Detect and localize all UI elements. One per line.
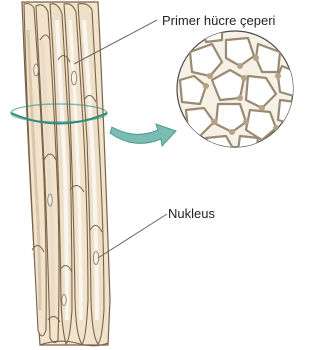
wall-thickening xyxy=(243,119,249,125)
wall-thickening xyxy=(237,63,243,69)
wall-thickening xyxy=(207,73,213,79)
nucleus-shape xyxy=(93,252,98,265)
arrow-body xyxy=(110,124,176,146)
wall-thickening xyxy=(253,55,259,61)
section-cell xyxy=(278,100,296,124)
nucleus-shape xyxy=(34,64,38,76)
wall-thickening xyxy=(203,83,209,89)
wall-thickening xyxy=(229,129,235,135)
tissue-column xyxy=(22,2,110,346)
section-cell xyxy=(204,30,222,42)
nucleus-shape xyxy=(48,194,52,206)
primary-wall-label: Primer hücre çeperi xyxy=(162,13,276,28)
wall-thickening xyxy=(241,75,247,81)
wall-thickening xyxy=(275,73,281,79)
nucleus-shape xyxy=(62,295,66,306)
wall-thickening xyxy=(211,119,217,125)
wall-thickening xyxy=(237,95,243,101)
wall-thickening xyxy=(259,105,265,111)
cross-section xyxy=(177,30,296,152)
nucleus-shape xyxy=(72,71,77,85)
nucleus-label: Nukleus xyxy=(168,206,215,221)
curved-arrow-icon xyxy=(110,124,176,146)
